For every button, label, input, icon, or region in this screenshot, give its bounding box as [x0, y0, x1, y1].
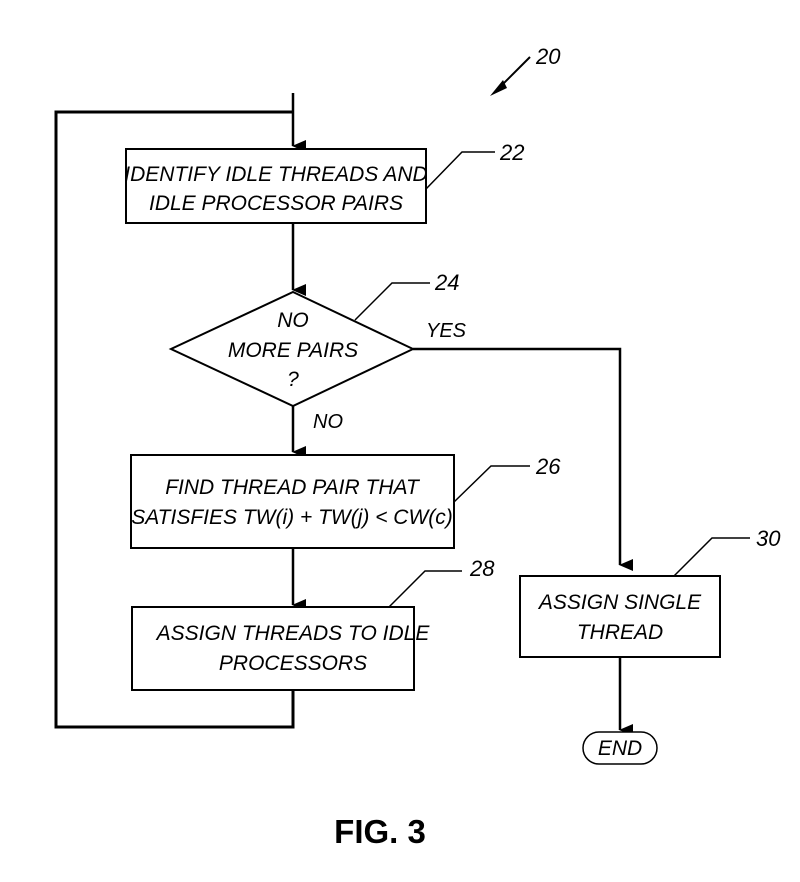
- box-30-line-2: THREAD: [577, 621, 663, 644]
- callout-22-number: 22: [499, 140, 524, 165]
- box-22-line-1: IDENTIFY IDLE THREADS AND: [124, 163, 427, 186]
- process-box-30: ASSIGN SINGLE THREAD: [519, 575, 721, 658]
- box-26-line-1: FIND THREAD PAIR THAT: [165, 476, 421, 499]
- callout-24: 24: [354, 270, 459, 321]
- terminal-end-label: END: [598, 737, 642, 760]
- callout-26-number: 26: [535, 454, 561, 479]
- box-30-line-1: ASSIGN SINGLE: [537, 591, 702, 614]
- decision-24-line-2: MORE PAIRS: [228, 339, 358, 362]
- callout-24-number: 24: [434, 270, 459, 295]
- callout-30-number: 30: [756, 526, 781, 551]
- reference-number-20: 20: [535, 44, 561, 69]
- process-box-22: IDENTIFY IDLE THREADS AND IDLE PROCESSOR…: [124, 148, 428, 224]
- decision-24-line-3: ?: [287, 368, 299, 391]
- process-box-28: ASSIGN THREADS TO IDLE PROCESSORS: [131, 606, 431, 691]
- process-box-26: FIND THREAD PAIR THAT SATISFIES TW(i) + …: [130, 454, 455, 549]
- callout-22: 22: [425, 140, 524, 190]
- box-22-line-2: IDLE PROCESSOR PAIRS: [149, 192, 403, 215]
- reference-arrowhead-icon: [490, 80, 507, 96]
- edge-label-no: NO: [313, 411, 343, 433]
- decision-24-line-1: NO: [277, 309, 309, 332]
- callout-28: 28: [388, 556, 495, 608]
- figure-caption: FIG. 3: [334, 813, 426, 850]
- callout-30: 30: [673, 526, 781, 577]
- box-28-line-2: PROCESSORS: [219, 652, 367, 675]
- figure-reference-20: 20: [490, 44, 561, 96]
- edge-loop-28-to-22: [54, 110, 295, 729]
- edge-24-to-30-yes: [413, 347, 633, 571]
- box-26-line-2: SATISFIES TW(i) + TW(j) < CW(c): [131, 506, 453, 529]
- callout-26: 26: [453, 454, 561, 503]
- callout-28-number: 28: [469, 556, 495, 581]
- terminal-end: END: [582, 731, 658, 765]
- box-28-line-1: ASSIGN THREADS TO IDLE: [155, 622, 431, 645]
- edge-label-yes: YES: [426, 320, 467, 342]
